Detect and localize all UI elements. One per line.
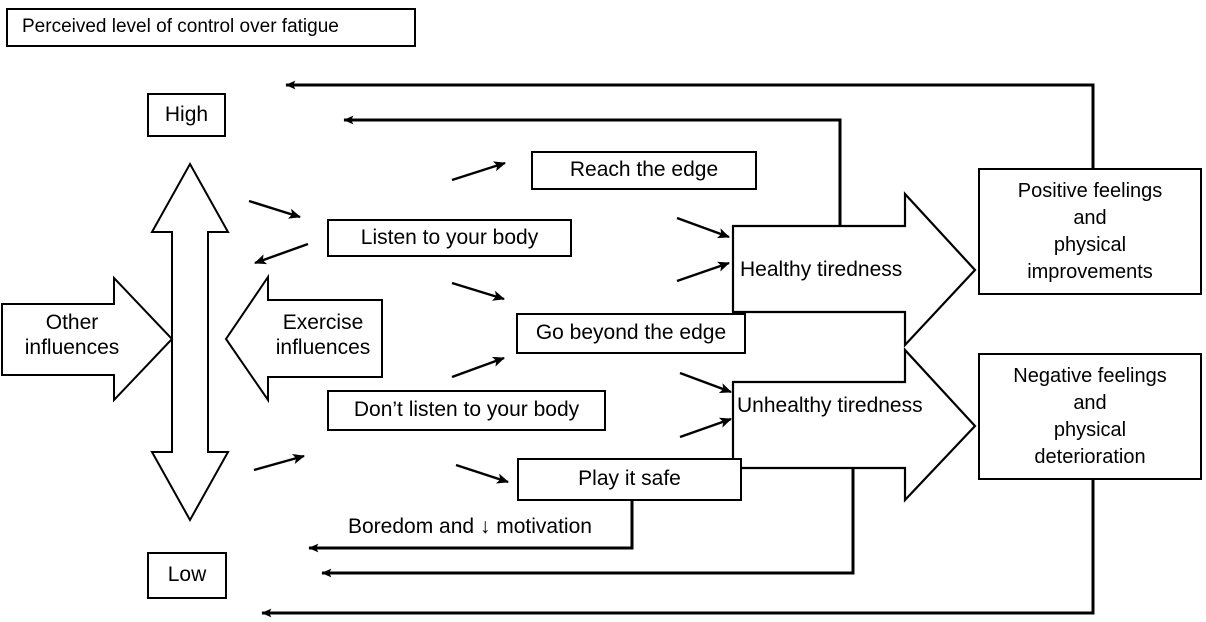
- title-box: Perceived level of control over fatigue: [6, 8, 416, 47]
- edge-box-play-it-safe: Play it safe: [517, 458, 742, 501]
- behaviour-label-listen: Listen to your body: [360, 225, 539, 249]
- behaviour-box-dont-listen: Don’t listen to your body: [327, 390, 606, 431]
- edge-box-go-beyond: Go beyond the edge: [516, 313, 746, 354]
- feedback-safe-to-boredom: [308, 501, 634, 553]
- outcome-positive-line4: improvements: [1027, 260, 1153, 283]
- diagonal-arrow-safe-to-unhealthy: [679, 417, 732, 439]
- feedback-healthy-to-high: [343, 115, 842, 226]
- outcome-positive-line1: Positive feelings: [1017, 179, 1163, 202]
- outcome-box-negative: Negative feelings and physical deteriora…: [978, 353, 1202, 480]
- edge-label-reach: Reach the edge: [569, 158, 719, 182]
- diagonal-arrow-high-to-listen: [248, 199, 301, 219]
- level-label-high: High: [164, 102, 209, 126]
- other-influences-line2: influences: [24, 336, 120, 360]
- outcome-negative-line4: deterioration: [1034, 445, 1146, 468]
- outcome-positive-line3: physical: [1053, 233, 1127, 256]
- diagonal-arrow-reach-to-healthy: [676, 216, 730, 239]
- exercise-influences-line2: influences: [275, 336, 371, 360]
- diagonal-arrow-dontlisten-to-safe: [455, 463, 509, 484]
- feedback-label-boredom: Boredom and ↓ motivation: [348, 515, 592, 538]
- outcome-box-positive: Positive feelings and physical improveme…: [978, 168, 1202, 295]
- diagonal-arrow-beyond-to-healthy: [676, 261, 730, 283]
- level-box-high: High: [147, 93, 226, 137]
- healthy-tiredness-block-arrow: [731, 191, 977, 348]
- diagonal-arrow-beyond-to-unhealthy: [679, 371, 732, 394]
- other-influences-line1: Other: [45, 311, 99, 334]
- diagonal-arrow-dontlisten-to-beyond: [451, 356, 505, 379]
- outcome-negative-line3: physical: [1053, 418, 1127, 441]
- edge-box-reach: Reach the edge: [531, 151, 757, 190]
- feedback-positive-to-high: [285, 80, 1095, 168]
- behaviour-label-dont-listen: Don’t listen to your body: [353, 398, 580, 422]
- outcome-negative-line1: Negative feelings: [1013, 364, 1167, 387]
- control-continuum-double-arrow: [150, 161, 230, 523]
- behaviour-box-listen: Listen to your body: [327, 219, 572, 257]
- unhealthy-tiredness-block-arrow: [731, 347, 977, 503]
- outcome-positive-line2: and: [1073, 206, 1107, 229]
- tiredness-label-healthy: Healthy tiredness: [740, 258, 903, 281]
- edge-label-play-it-safe: Play it safe: [578, 467, 681, 491]
- level-box-low: Low: [147, 552, 227, 599]
- tiredness-label-unhealthy: Unhealthy tiredness: [737, 394, 923, 417]
- other-influences-block-arrow: [1, 275, 174, 403]
- exercise-influences-label: Exercise influences: [263, 310, 383, 360]
- diagonal-arrow-listen-to-reach: [451, 161, 506, 182]
- feedback-unhealthy-to-low: [321, 468, 855, 578]
- diagonal-arrow-listen-to-beyond: [451, 281, 505, 301]
- exercise-influences-block-arrow: [224, 273, 383, 404]
- page-title: Perceived level of control over fatigue: [22, 16, 339, 38]
- exercise-influences-line1: Exercise: [282, 311, 364, 334]
- diagonal-arrow-low-to-dontlisten: [253, 453, 305, 472]
- other-influences-label: Other influences: [12, 310, 132, 360]
- level-label-low: Low: [167, 563, 207, 587]
- outcome-negative-line2: and: [1073, 391, 1107, 414]
- feedback-negative-to-low: [261, 480, 1095, 618]
- diagonal-arrow-listen-to-exercise: [254, 242, 309, 265]
- edge-label-go-beyond: Go beyond the edge: [535, 321, 727, 345]
